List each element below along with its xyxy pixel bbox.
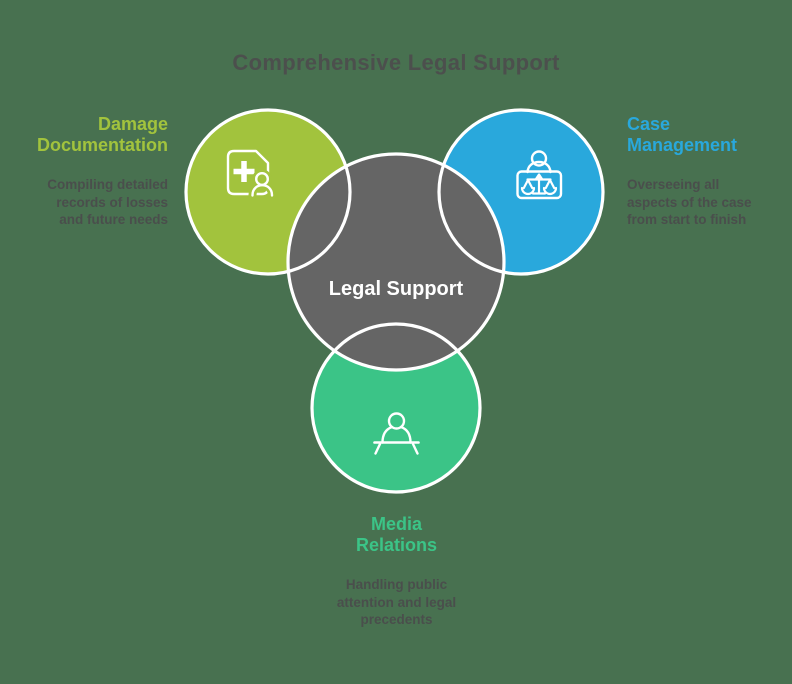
podium-speaker-icon [373,412,420,455]
circle-media-relations [312,324,480,492]
scales-of-justice-icon [516,150,563,200]
medical-document-icon [226,149,276,200]
section-label-media-relations: Media Relations [355,514,438,555]
section-description-media-relations: Handling public attention and legal prec… [336,577,457,627]
circle-legal-support [288,154,504,370]
page-title: Comprehensive Legal Support [232,50,560,75]
section-description-damage-documentation: Compiling detailed records of losses and… [47,177,168,227]
center-circle-label: Legal Support [328,278,464,300]
section-description-case-management: Overseeing all aspects of the case from … [627,177,752,227]
section-label-damage-documentation: Damage Documentation [36,114,168,155]
section-label-case-management: Case Management [627,114,738,155]
circle-outlines [184,108,605,494]
